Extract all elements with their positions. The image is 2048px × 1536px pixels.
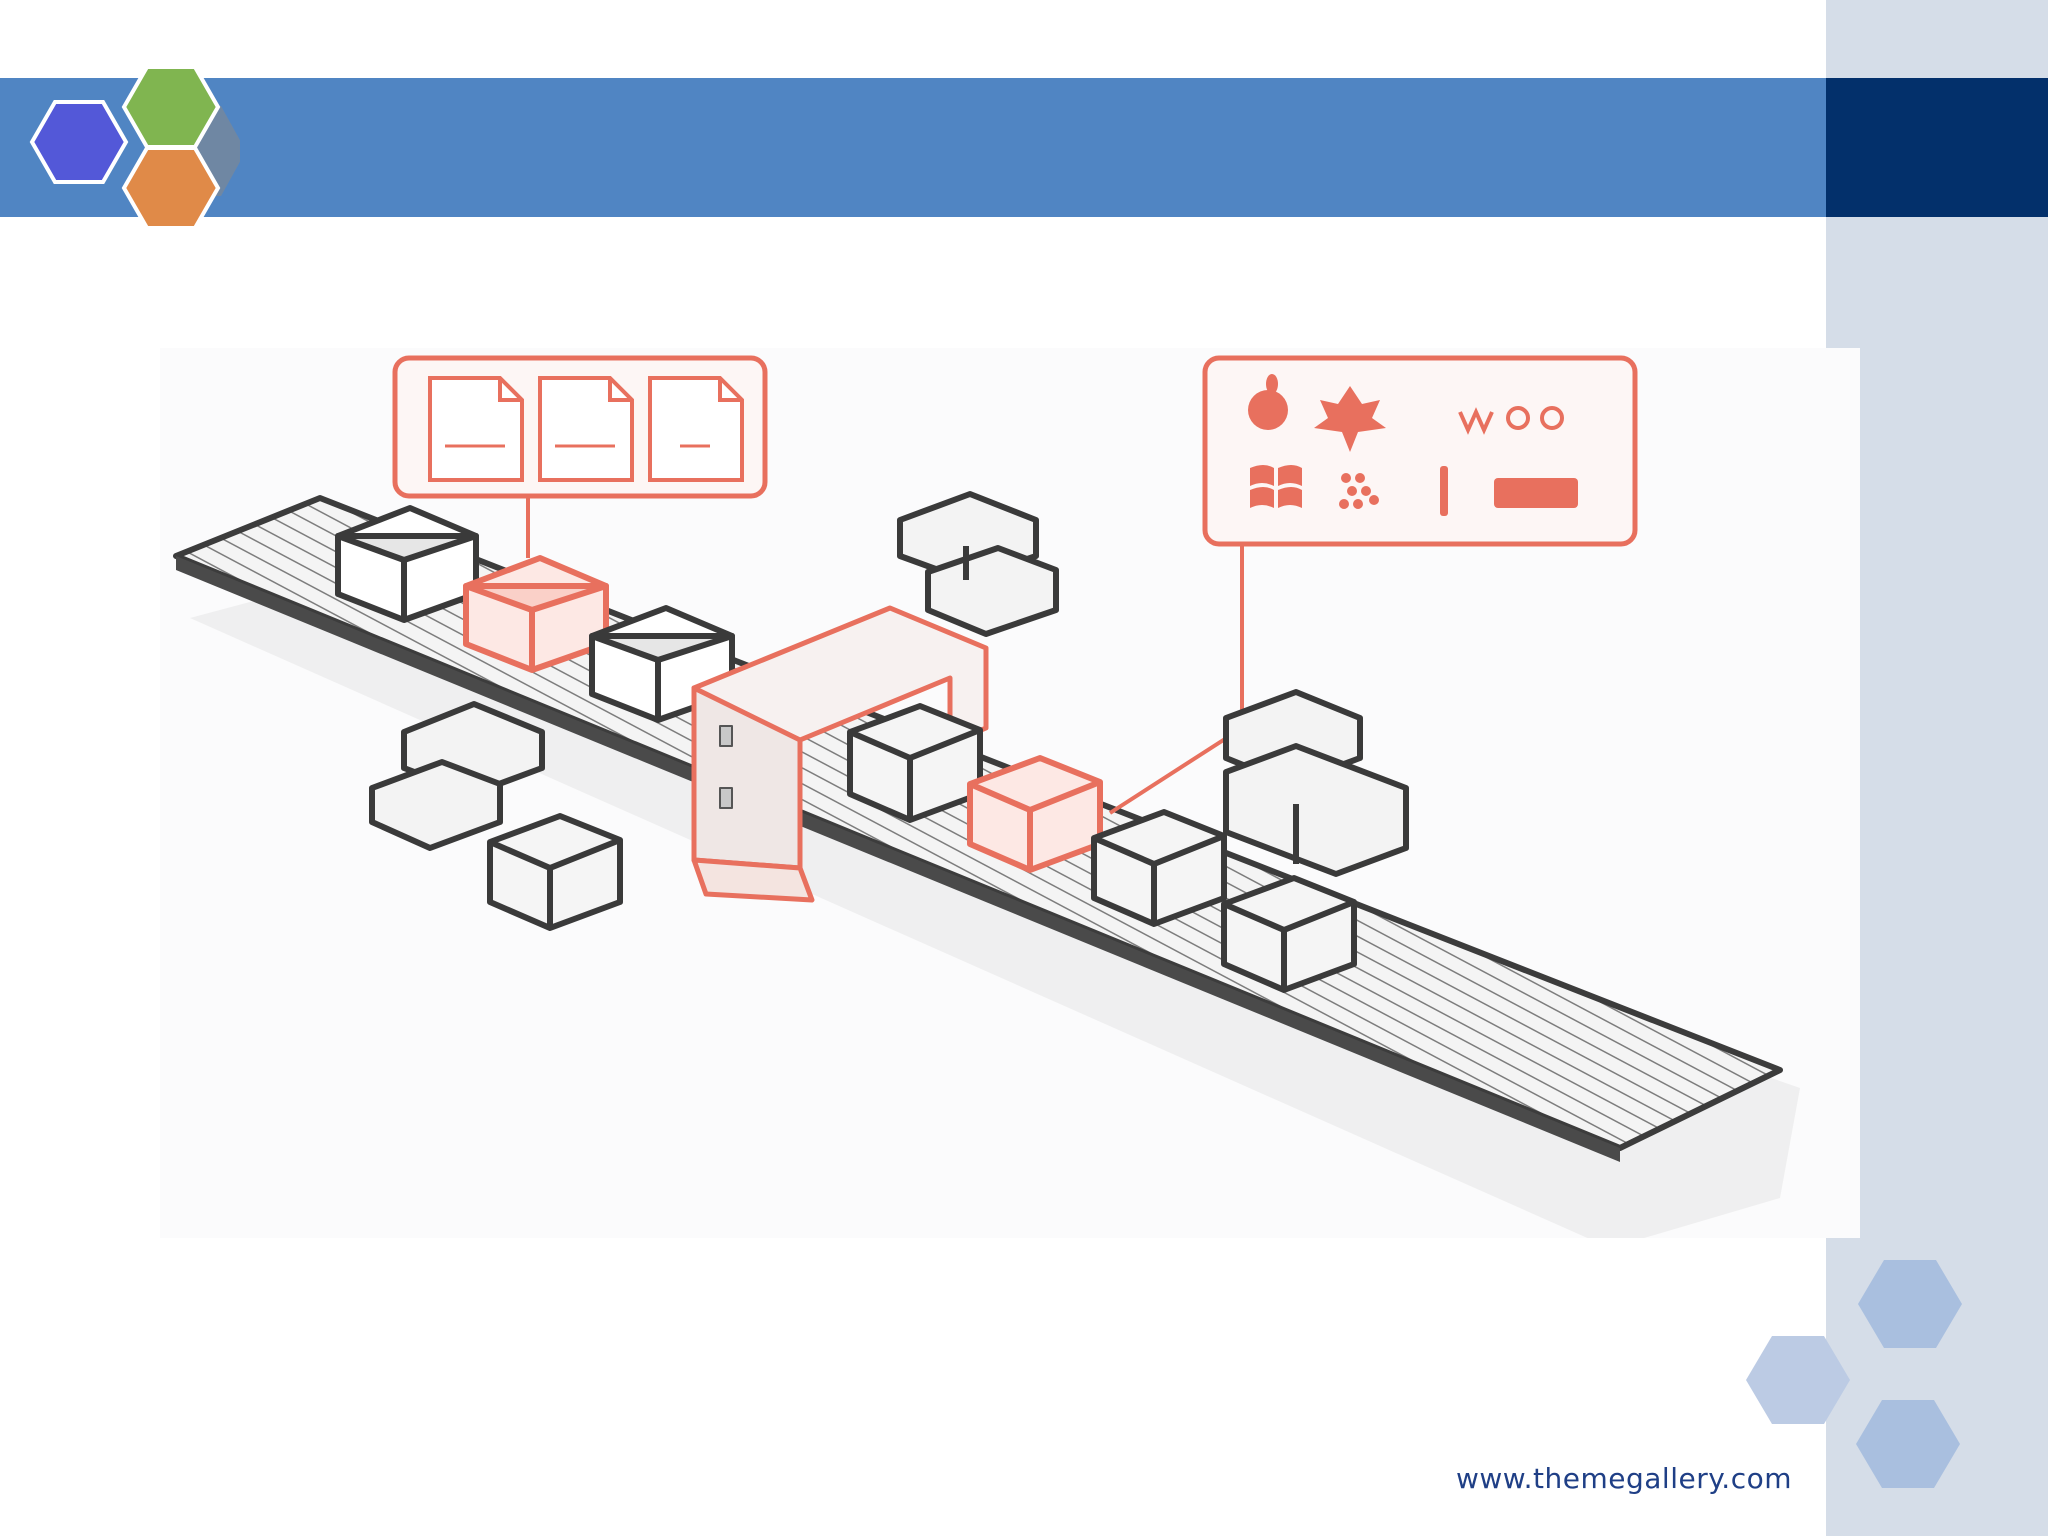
device-stack-top — [897, 491, 1059, 637]
file-icon — [648, 376, 744, 482]
maple-leaf-icon — [1314, 386, 1386, 452]
header-dark-block — [1826, 78, 2048, 217]
file-icon — [538, 376, 634, 482]
open-box-1 — [335, 505, 479, 623]
conveyor-diagram — [160, 348, 1860, 1238]
apple-icon — [1248, 374, 1288, 430]
sealed-box-3 — [1091, 809, 1227, 927]
open-box-highlighted — [463, 555, 609, 673]
platforms-callout-connector — [1108, 544, 1244, 815]
windows-icon — [1250, 465, 1302, 508]
deco-hex-top — [1858, 1260, 1962, 1348]
blackberry-icon — [1339, 473, 1379, 509]
deco-hex-left — [1746, 1336, 1850, 1424]
device-stack-right — [1223, 689, 1409, 877]
decorative-hexagons — [1746, 1260, 1962, 1488]
belt-shadow — [190, 578, 1800, 1238]
sealed-box-highlighted — [967, 755, 1103, 873]
file-icon — [428, 376, 524, 482]
logo-hex-blue — [29, 100, 129, 184]
deco-hex-bottom — [1856, 1400, 1960, 1488]
processing-gate — [691, 605, 989, 903]
logo-hex-orange — [121, 146, 221, 230]
footer-url[interactable]: www.themegallery.com — [1456, 1462, 1792, 1495]
device-stack-left — [369, 701, 545, 851]
webos-logo — [1458, 406, 1564, 435]
hexagon-logo — [29, 65, 240, 230]
sealed-box-left — [487, 813, 623, 931]
sealed-box-4 — [1221, 875, 1357, 993]
conveyor-diagram-illustration — [173, 355, 1800, 1238]
android-icon — [1440, 466, 1448, 516]
sealed-box-in-gate — [847, 703, 983, 823]
header-band — [0, 78, 1826, 217]
conveyor-belt-edge — [176, 556, 1620, 1162]
bada-logo — [1494, 478, 1578, 508]
logo-hex-green — [121, 65, 221, 149]
